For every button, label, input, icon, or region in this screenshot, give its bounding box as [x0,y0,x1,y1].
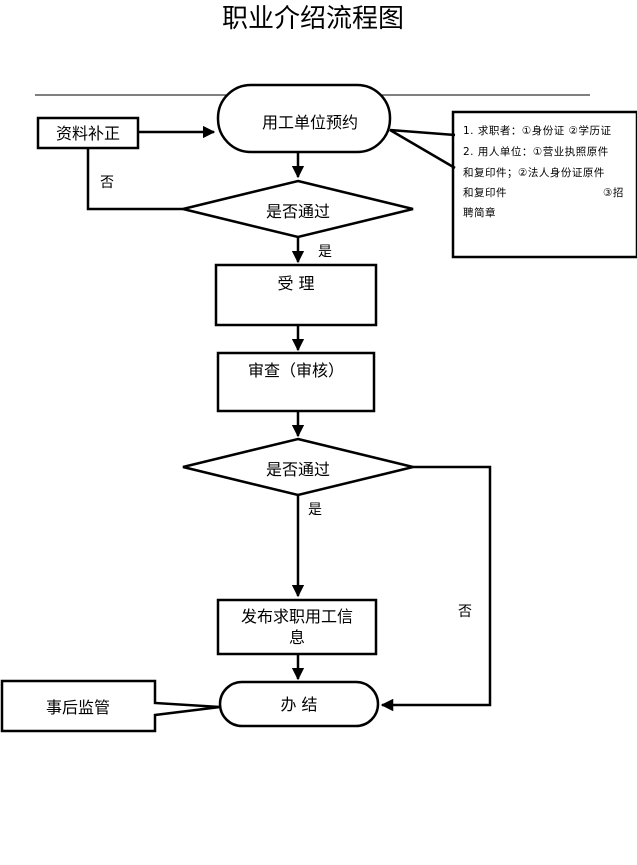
edge-label-yes-1: 是 [318,244,332,260]
node-accept: 受 理 [214,263,378,327]
node-finish: 办 结 [218,680,380,728]
node-check1: 是否通过 [182,179,414,239]
node-finish-label: 办 结 [280,695,317,714]
note-line-4b: ③招 [603,186,624,199]
node-review-label: 审查（审核） [248,361,344,380]
edge-label-yes-2: 是 [308,502,322,518]
node-booking-label: 用工单位预约 [262,113,358,132]
edge-check2-no [380,465,492,712]
node-publish-label-2: 息 [289,628,305,647]
node-review: 审查（审核） [216,351,376,413]
note-line-4a: 和复印件 [463,186,507,199]
node-check2: 是否通过 [182,437,414,497]
note-line-3: 和复印件；②法人身份证原件 [463,166,605,179]
note-line-1: 1. 求职者：①身份证 ②学历证 [463,124,612,137]
node-booking: 用工单位预约 [216,83,392,154]
edge-label-no-2: 否 [458,604,472,620]
node-supplement-label: 资料补正 [56,124,120,143]
node-check2-label: 是否通过 [266,460,330,479]
edge-label-no-1: 否 [100,175,114,191]
node-supervision: 事后监管 [0,679,221,733]
edge-check1-no [86,148,183,211]
node-check1-label: 是否通过 [266,202,330,221]
node-supplement: 资料补正 [36,116,140,150]
node-publish-label-1: 发布求职用工信 [241,607,353,626]
note-line-5: 聘简章 [463,206,496,219]
note-callout [389,128,456,170]
page-title: 职业介绍流程图 [222,4,404,34]
node-publish: 发布求职用工信 息 [216,598,378,656]
node-accept-label: 受 理 [277,274,314,293]
node-supervision-label: 事后监管 [46,698,110,717]
note-line-2: 2. 用人单位：①营业执照原件 [463,145,609,158]
requirements-note: 1. 求职者：①身份证 ②学历证 2. 用人单位：①营业执照原件 和复印件；②法… [451,110,637,259]
